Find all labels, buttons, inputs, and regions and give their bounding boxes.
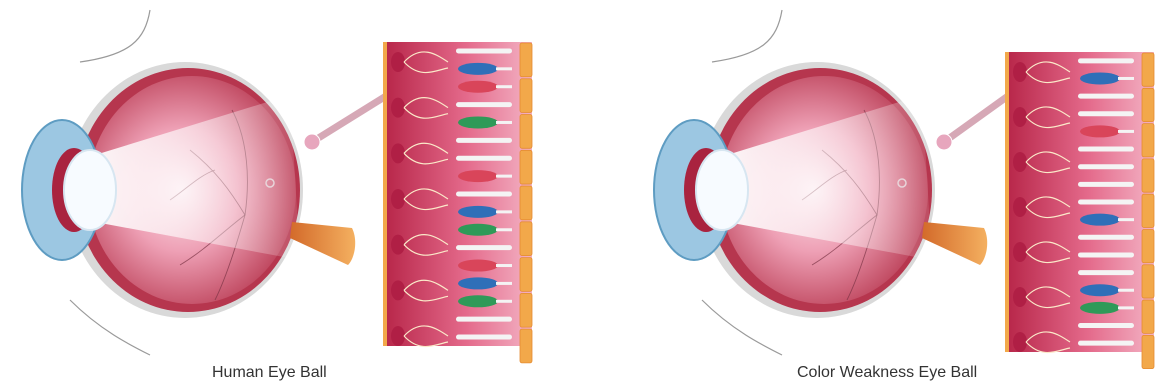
pigment-epithelium-cell	[520, 79, 532, 113]
cone-cell-red	[458, 260, 498, 272]
cone-cell-red	[1080, 125, 1120, 137]
ganglion-cell	[391, 189, 405, 209]
rod-cell	[456, 48, 512, 53]
ganglion-cell	[1013, 287, 1027, 307]
pigment-epithelium-cell	[520, 150, 532, 184]
cone-cell-green	[458, 224, 498, 236]
human-eye-illustration	[0, 0, 580, 391]
eyelid-line	[80, 10, 150, 62]
rod-cell	[456, 245, 512, 250]
cone-cell-blue	[458, 63, 498, 75]
cone-stalk	[496, 210, 512, 213]
ganglion-cell	[1013, 152, 1027, 172]
rod-cell	[1078, 323, 1134, 328]
zoom-origin	[304, 134, 320, 150]
cone-cell-blue	[458, 206, 498, 218]
pigment-epithelium-cell	[520, 329, 532, 363]
cone-stalk	[1118, 306, 1134, 309]
rod-cell	[456, 138, 512, 143]
cone-cell-blue	[1080, 72, 1120, 84]
ganglion-cell	[1013, 62, 1027, 82]
rod-cell	[1078, 235, 1134, 240]
color-weakness-eye-illustration	[580, 0, 1160, 391]
cone-stalk	[496, 121, 512, 124]
rod-cell	[1078, 58, 1134, 63]
pigment-epithelium-cell	[520, 43, 532, 77]
cone-stalk	[496, 282, 512, 285]
lower-lid-line	[702, 300, 782, 355]
rod-cell	[1078, 111, 1134, 116]
pigment-epithelium-cell	[520, 258, 532, 292]
rod-cell	[456, 156, 512, 161]
pigment-epithelium-cell	[1142, 194, 1154, 227]
cone-stalk	[496, 67, 512, 70]
zoom-pointer	[312, 96, 386, 142]
ganglion-cell	[1013, 107, 1027, 127]
retina-inner-edge	[1005, 52, 1009, 352]
cone-stalk	[496, 85, 512, 88]
eyelid-line	[712, 10, 782, 62]
rod-cell	[1078, 341, 1134, 346]
panel-human-eye: Human Eye Ball	[0, 0, 580, 391]
rod-cell	[456, 317, 512, 322]
cone-cell-green	[1080, 302, 1120, 314]
pigment-epithelium-cell	[1142, 335, 1154, 368]
pigment-epithelium-cell	[1142, 88, 1154, 121]
cone-stalk	[496, 264, 512, 267]
ganglion-cell	[391, 235, 405, 255]
cone-stalk	[1118, 77, 1134, 80]
lens	[64, 150, 116, 230]
ganglion-cell	[1013, 332, 1027, 352]
cone-cell-blue	[1080, 214, 1120, 226]
rod-cell	[1078, 252, 1134, 257]
rod-cell	[1078, 182, 1134, 187]
caption-color-weakness-eye: Color Weakness Eye Ball	[797, 364, 977, 382]
ganglion-cell	[391, 98, 405, 118]
rod-cell	[1078, 147, 1134, 152]
cone-cell-blue	[458, 277, 498, 289]
cone-stalk	[496, 175, 512, 178]
cone-stalk	[496, 228, 512, 231]
lower-lid-line	[70, 300, 150, 355]
zoom-pointer	[944, 96, 1008, 142]
lens	[696, 150, 748, 230]
cone-cell-green	[458, 295, 498, 307]
pigment-epithelium-cell	[520, 293, 532, 327]
cone-cell-blue	[1080, 284, 1120, 296]
retina-inner-edge	[383, 42, 387, 346]
cone-cell-red	[458, 81, 498, 93]
ganglion-cell	[1013, 242, 1027, 262]
pigment-epithelium-cell	[1142, 124, 1154, 157]
pigment-epithelium-cell	[1142, 229, 1154, 262]
rod-cell	[456, 102, 512, 107]
pigment-epithelium-cell	[520, 222, 532, 256]
cone-cell-green	[458, 116, 498, 128]
ganglion-cell	[391, 143, 405, 163]
pigment-epithelium-cell	[1142, 159, 1154, 192]
pigment-epithelium-cell	[1142, 300, 1154, 333]
pigment-epithelium-cell	[1142, 265, 1154, 298]
rod-cell	[456, 335, 512, 340]
rod-cell	[456, 192, 512, 197]
rod-cell	[1078, 94, 1134, 99]
ganglion-cell	[391, 326, 405, 346]
cone-stalk	[496, 300, 512, 303]
ganglion-cell	[1013, 197, 1027, 217]
pigment-epithelium-cell	[1142, 53, 1154, 86]
pigment-epithelium-cell	[520, 115, 532, 149]
zoom-origin	[936, 134, 952, 150]
pigment-epithelium-cell	[520, 186, 532, 220]
rod-cell	[1078, 164, 1134, 169]
cone-cell-red	[458, 170, 498, 182]
caption-human-eye: Human Eye Ball	[212, 364, 327, 382]
rod-cell	[1078, 270, 1134, 275]
ganglion-cell	[391, 52, 405, 72]
cone-stalk	[1118, 130, 1134, 133]
ganglion-cell	[391, 280, 405, 300]
panel-color-weakness-eye: Color Weakness Eye Ball	[580, 0, 1160, 391]
cone-stalk	[1118, 218, 1134, 221]
cone-stalk	[1118, 289, 1134, 292]
rod-cell	[1078, 200, 1134, 205]
